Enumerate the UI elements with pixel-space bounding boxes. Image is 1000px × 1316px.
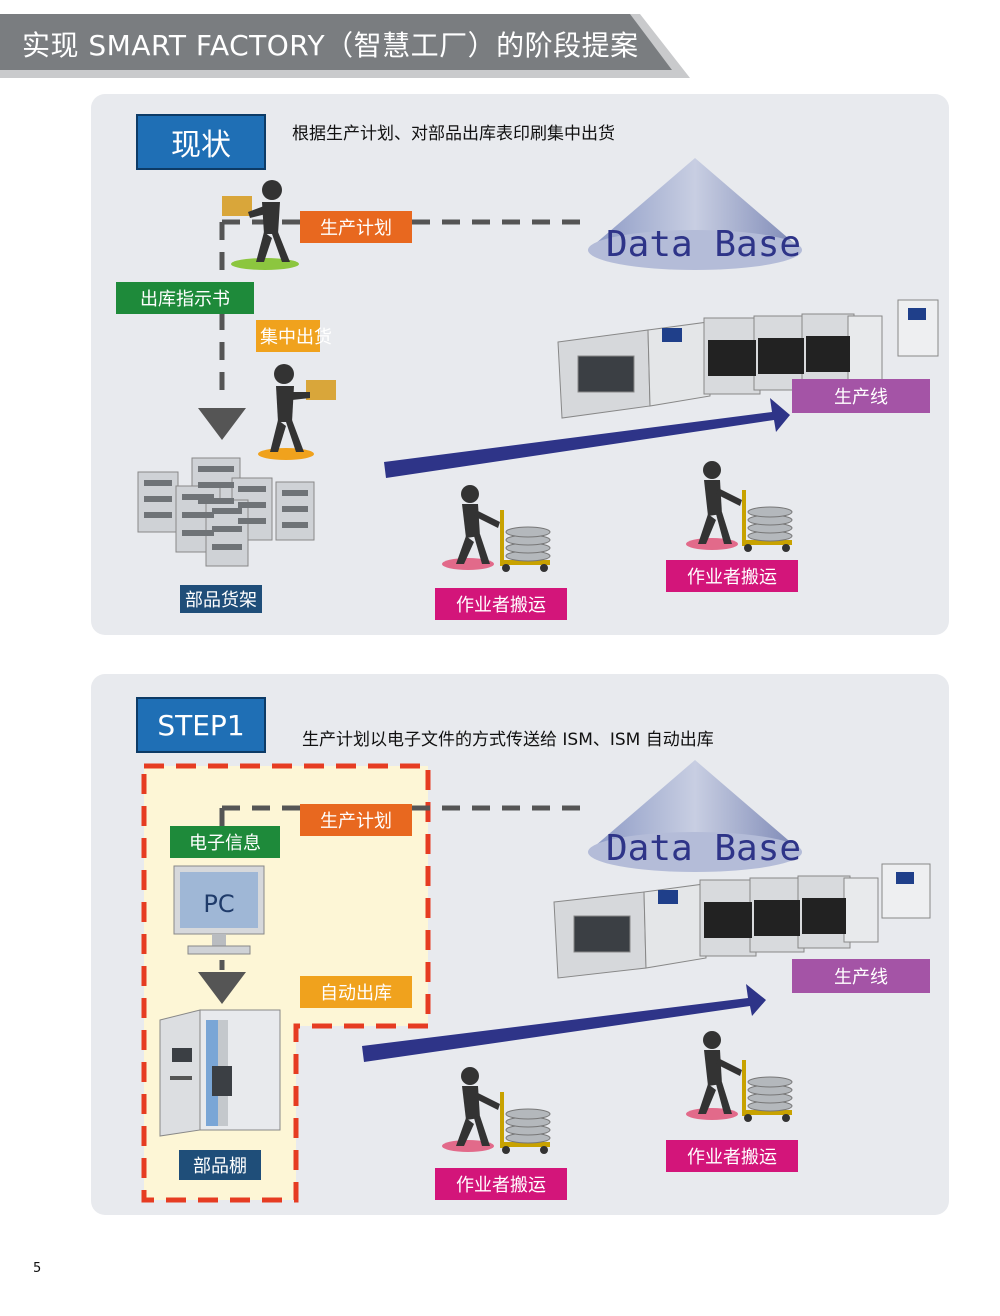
centralized-shipping-label: 集中出货	[256, 320, 332, 352]
worker-with-cart-icon	[686, 461, 793, 552]
worker-with-cart-icon	[442, 485, 551, 572]
pc-icon	[173, 865, 265, 955]
step1-label: STEP1	[136, 697, 266, 753]
worker-with-box-icon	[258, 364, 336, 460]
database-label: Data Base	[606, 828, 802, 869]
worker-transport-label: 作业者搬运	[666, 1140, 798, 1172]
current-description: 根据生产计划、对部品出库表印刷集中出货	[292, 124, 615, 144]
worker-transport-label: 作业者搬运	[666, 560, 798, 592]
worker-with-cart-icon	[442, 1067, 551, 1154]
production-plan-label: 生产计划	[300, 804, 412, 836]
step1-label-text: STEP1	[157, 708, 245, 742]
parts-shelf-label: 部品货架	[180, 585, 262, 613]
database-cone-icon	[588, 760, 802, 872]
step1-description: 生产计划以电子文件的方式传送给 ISM、ISM 自动出库	[302, 730, 714, 750]
database-label: Data Base	[606, 224, 802, 265]
auto-issue-label: 自动出库	[300, 976, 412, 1008]
production-line-label: 生产线	[792, 379, 930, 413]
parts-rack-machine-icon	[159, 1009, 281, 1137]
issue-instruction-label: 出库指示书	[116, 282, 254, 314]
worker-with-box-icon	[222, 180, 299, 270]
database-cone-icon	[588, 158, 802, 270]
electronic-info-label: 电子信息	[170, 826, 280, 858]
worker-transport-label: 作业者搬运	[435, 588, 567, 620]
flow-arrow-icon	[384, 398, 790, 478]
current-state-label: 现状	[136, 114, 266, 170]
production-plan-label: 生产计划	[300, 211, 412, 243]
parts-shelf-icon	[137, 457, 315, 567]
production-line-icon	[557, 299, 939, 419]
page-number: 5	[33, 1261, 42, 1276]
pc-label: PC	[203, 890, 235, 918]
parts-rack-label: 部品棚	[179, 1150, 261, 1180]
worker-transport-label: 作业者搬运	[435, 1168, 567, 1200]
production-line-label: 生产线	[792, 959, 930, 993]
current-dashed-flow	[198, 219, 590, 440]
header-banner	[0, 14, 690, 78]
production-line-icon	[553, 863, 931, 979]
current-state-label-text: 现状	[171, 128, 231, 163]
worker-with-cart-icon	[686, 1031, 793, 1122]
page-title: 实现 SMART FACTORY（智慧工厂）的阶段提案	[22, 29, 639, 62]
